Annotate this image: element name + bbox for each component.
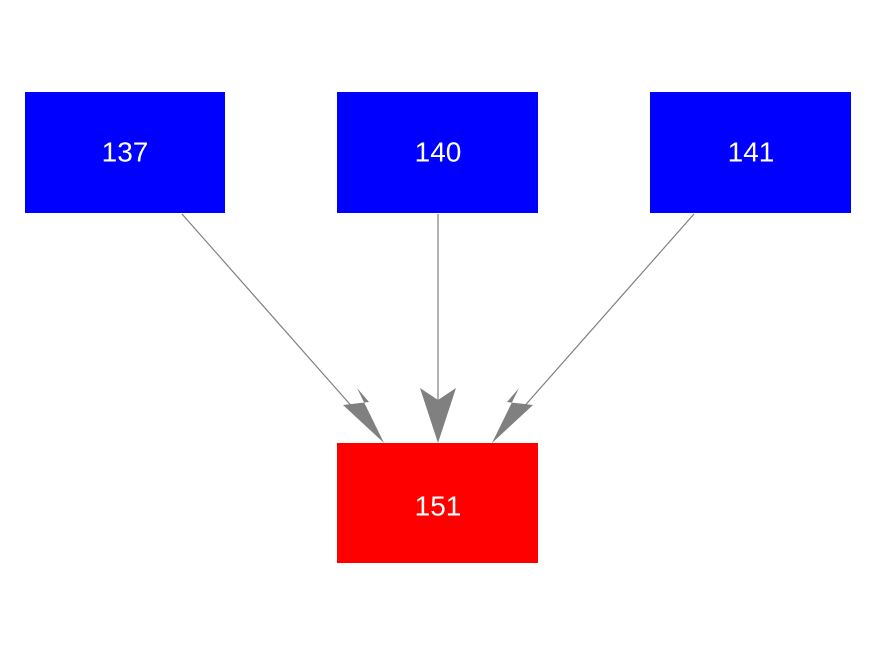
edge-141-151-line xyxy=(505,213,695,428)
edge-group xyxy=(181,213,695,443)
edge-137-151[interactable] xyxy=(181,213,384,443)
node-140[interactable]: 140 xyxy=(337,92,538,213)
node-140-rect[interactable] xyxy=(337,92,538,213)
edge-137-151-arrowhead xyxy=(343,388,384,443)
edge-141-151-arrowhead xyxy=(492,388,533,443)
node-137[interactable]: 137 xyxy=(25,92,225,213)
node-137-rect[interactable] xyxy=(25,92,225,213)
node-141[interactable]: 141 xyxy=(650,92,851,213)
edge-141-151[interactable] xyxy=(492,213,695,443)
edge-137-151-line xyxy=(181,213,371,428)
edge-140-151-arrowhead xyxy=(420,388,456,443)
node-141-rect[interactable] xyxy=(650,92,851,213)
node-151[interactable]: 151 xyxy=(337,443,538,563)
edge-140-151[interactable] xyxy=(420,214,456,443)
node-151-rect[interactable] xyxy=(337,443,538,563)
